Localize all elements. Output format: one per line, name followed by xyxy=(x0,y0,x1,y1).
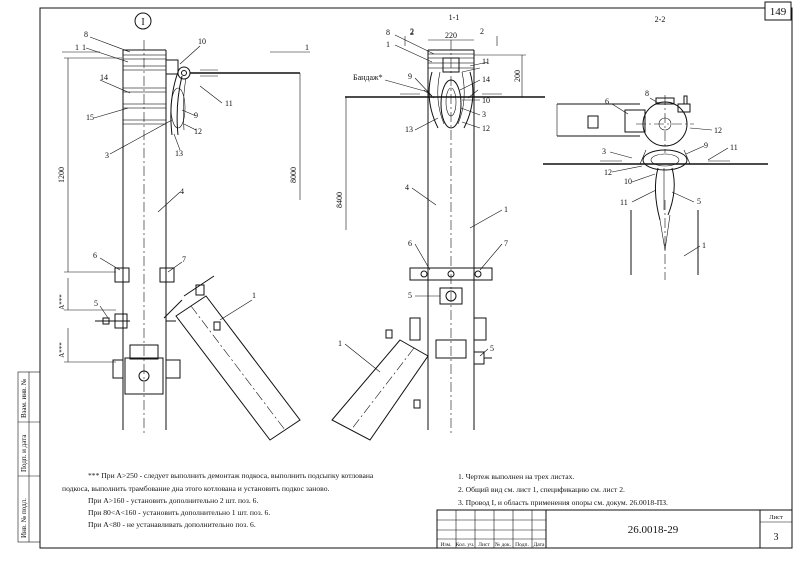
v2-callout-4: 4 xyxy=(405,183,409,192)
v1-callout-14: 14 xyxy=(100,73,108,82)
v3-callout-3: 3 xyxy=(602,147,606,156)
dim-220: 220 xyxy=(445,31,457,40)
v1-callout-13: 13 xyxy=(175,149,183,158)
note-right-2: 3. Провод I, и область применения опоры … xyxy=(458,498,668,507)
note-right-0: 1. Чертеж выполнен на трех листах. xyxy=(458,472,574,481)
tb-col-izm: Изм. xyxy=(441,542,453,548)
note-left-2: При А>160 - установить дополнительно 2 ш… xyxy=(88,496,258,505)
v1-callout-6: 6 xyxy=(93,251,97,260)
tb-col-data: Дата xyxy=(534,542,546,548)
v2-callout-2: 2 xyxy=(410,28,414,37)
note-left-4: При А<80 - не устанавливать дополнительн… xyxy=(88,520,256,529)
v2-callout-9: 9 xyxy=(408,72,412,81)
v1-callout-15: 15 xyxy=(86,113,94,122)
dim-200: 200 xyxy=(513,70,522,82)
v3-callout-1: 1 xyxy=(702,241,706,250)
side-stamp: Инв. № подл. Подп. и дата Взам. инв. № xyxy=(17,371,41,543)
doc-code: 26.0018-29 xyxy=(628,524,679,536)
title-block: Изм. Кол. уч. Лист № док. Подп. Дата 26.… xyxy=(436,509,793,549)
v3-callout-6: 6 xyxy=(605,97,609,106)
tb-col-doc: № док. xyxy=(495,542,512,548)
tb-col-podp: Подп. xyxy=(515,542,529,548)
v2-callout-1c: 1 xyxy=(338,339,342,348)
v1-callout-4: 4 xyxy=(180,187,184,196)
v1-callout-7: 7 xyxy=(182,255,186,264)
sheet-number-box xyxy=(764,1,792,21)
v3-callout-12: 12 xyxy=(714,126,722,135)
view-1-label: I xyxy=(141,17,144,28)
section-mark-2b: 2 xyxy=(480,27,484,36)
v1-callout-9: 9 xyxy=(194,111,198,120)
v3-callout-11: 11 xyxy=(730,143,738,152)
notes-left: *** При А>250 - следует выполнить демонт… xyxy=(62,471,374,529)
note-left-1: подкоса, выполнить трамбование дна этого… xyxy=(62,484,329,493)
v1-callout-3: 3 xyxy=(105,151,109,160)
view-section-2-2: 2-2 xyxy=(543,15,768,280)
tb-sheet-label: Лист xyxy=(769,514,783,521)
v3-callout-9: 9 xyxy=(704,141,708,150)
v3-callout-5: 5 xyxy=(697,197,701,206)
note-right-1: 2. Общий вид см. лист 1, спецификацию см… xyxy=(458,485,625,494)
stamp-vzam-inv: Взам. инв. № xyxy=(20,378,28,418)
dim-a-2: A*** xyxy=(58,342,66,358)
v1-callout-11: 11 xyxy=(225,99,233,108)
tb-col-kol: Кол. уч. xyxy=(456,542,475,548)
v1-callout-12: 12 xyxy=(194,127,202,136)
stamp-podp-data: Подп. и дата xyxy=(20,434,28,472)
section-mark-1b: 1 xyxy=(305,43,309,52)
bandage-label: Бандаж* xyxy=(353,73,383,82)
sheet-frame xyxy=(39,7,793,549)
v2-callout-5: 5 xyxy=(408,291,412,300)
tb-sheet-value: 3 xyxy=(774,532,779,543)
sheet-number: 149 xyxy=(770,6,787,18)
v2-callout-7: 7 xyxy=(504,239,508,248)
v2-callout-14: 14 xyxy=(482,75,490,84)
view-section-2-label: 2-2 xyxy=(655,15,666,24)
dim-8400: 8400 xyxy=(335,192,344,208)
v2-callout-10: 10 xyxy=(482,96,490,105)
v2-callout-6: 6 xyxy=(408,239,412,248)
v2-callout-1b: 1 xyxy=(504,205,508,214)
section-mark-1a: 1 xyxy=(75,43,79,52)
dim-a-1: A*** xyxy=(58,294,66,310)
view-section-1-label: 1-1 xyxy=(449,13,460,22)
v2-callout-12: 12 xyxy=(482,124,490,133)
stamp-inv-podl: Инв. № подл. xyxy=(20,498,28,538)
view-1: I xyxy=(57,12,310,441)
v2-callout-11: 11 xyxy=(482,57,490,66)
v1-callout-1: 1 xyxy=(82,43,86,52)
v2-callout-5b: 5 xyxy=(490,344,494,353)
notes-right: 1. Чертеж выполнен на трех листах. 2. Об… xyxy=(458,472,668,507)
v3-callout-10: 10 xyxy=(624,177,632,186)
v2-callout-8: 8 xyxy=(386,28,390,37)
v2-callout-3: 3 xyxy=(482,110,486,119)
dim-8000: 8000 xyxy=(289,167,298,183)
view-section-1-1: 1-1 xyxy=(331,13,545,441)
v2-callout-1: 1 xyxy=(386,40,390,49)
dim-1200: 1200 xyxy=(57,167,66,183)
v2-callout-13: 13 xyxy=(405,125,413,134)
note-left-0: *** При А>250 - следует выполнить демонт… xyxy=(88,471,374,480)
v1-callout-1b: 1 xyxy=(252,291,256,300)
view-1-marker xyxy=(134,12,152,30)
note-left-3: При 80<А<160 - установить дополнительно … xyxy=(88,508,270,517)
v3-callout-8: 8 xyxy=(645,89,649,98)
v1-callout-5: 5 xyxy=(94,299,98,308)
v3-callout-11b: 11 xyxy=(620,198,628,207)
v1-callout-8: 8 xyxy=(84,30,88,39)
section-mark-2a: 2 xyxy=(410,27,414,36)
v3-callout-12b: 12 xyxy=(604,168,612,177)
v1-callout-10: 10 xyxy=(198,37,206,46)
tb-col-list: Лист xyxy=(478,542,490,548)
